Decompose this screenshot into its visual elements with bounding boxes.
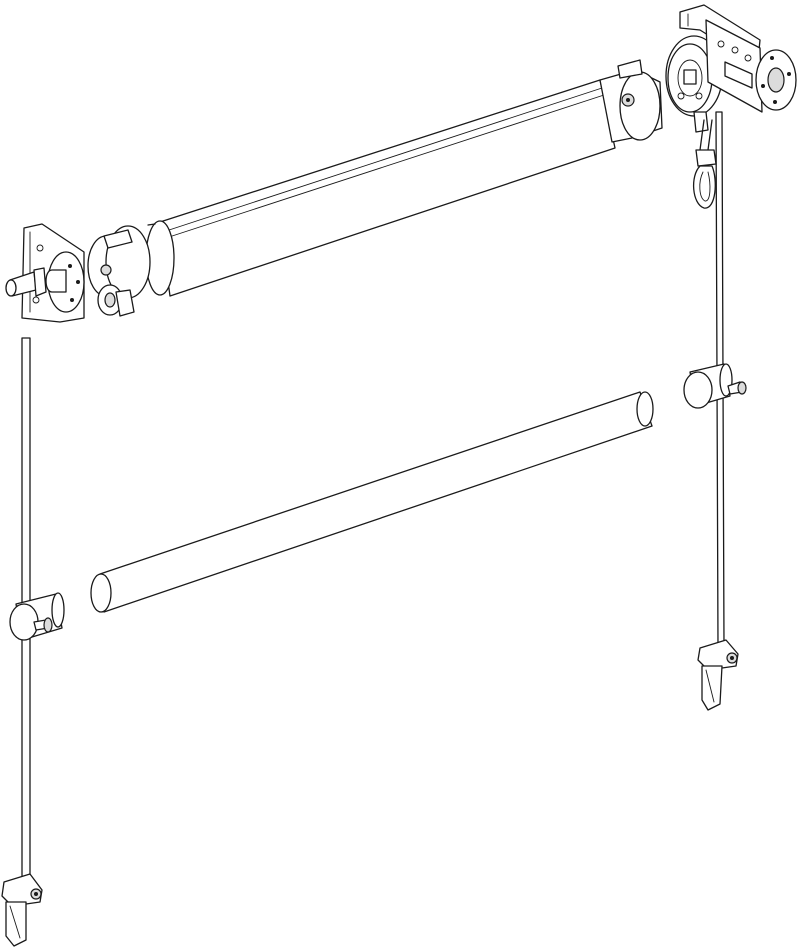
chain-loop xyxy=(693,119,717,209)
left-mounting-bracket xyxy=(5,223,85,323)
top-roller-tube xyxy=(145,79,616,297)
right-end-plug xyxy=(599,59,663,143)
right-bottom-fixing xyxy=(697,639,739,711)
right-rod-clamp xyxy=(683,363,747,409)
bottom-rail-tube xyxy=(90,391,654,613)
left-rod-clamp xyxy=(9,592,65,641)
left-bottom-fixing xyxy=(1,873,43,947)
right-mounting-bracket xyxy=(679,4,797,113)
left-idler-end-plug xyxy=(87,225,151,317)
